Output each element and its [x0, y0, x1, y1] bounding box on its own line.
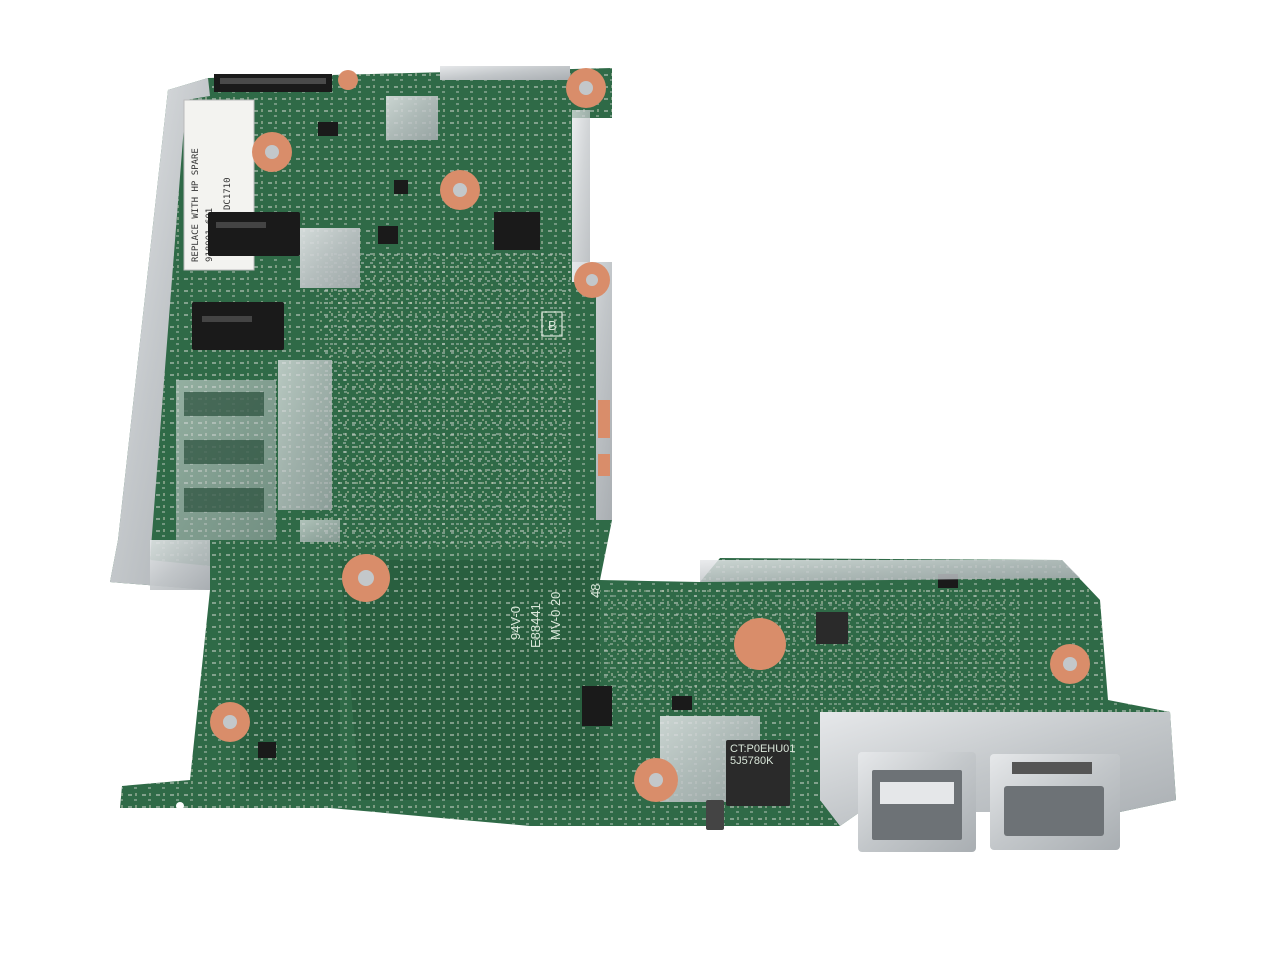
pcb-board — [110, 68, 1176, 826]
silk-mv: MV-0 20 — [548, 592, 563, 640]
chip-small-2 — [318, 122, 338, 136]
chip-mid — [582, 686, 612, 726]
connector-small — [706, 800, 724, 830]
chip-small-3 — [394, 180, 408, 194]
controller-chip: CT:P0EHU01 5J5780K — [726, 740, 795, 806]
chip-qfn — [816, 612, 848, 644]
board-letter: B — [548, 318, 557, 333]
metal-shield-right — [572, 110, 612, 520]
silk-48: 48 — [588, 584, 603, 598]
chip-top-right — [494, 212, 540, 250]
chip-small-1 — [378, 226, 398, 244]
sticker-line-3: DC1710 — [223, 177, 233, 210]
hdmi-port — [990, 754, 1120, 850]
usb-port — [858, 752, 976, 852]
memory-chips — [192, 212, 300, 350]
silk-94v: 94V-0 — [508, 606, 523, 640]
sticker-line-1: REPLACE WITH HP SPARE — [191, 148, 201, 262]
chip-small-6 — [258, 742, 276, 758]
chip-small-4 — [672, 696, 692, 710]
ram-shield — [176, 380, 276, 540]
ic-text-2: 5J5780K — [730, 755, 774, 767]
ic-text-1: CT:P0EHU01 — [730, 743, 795, 755]
mounting-pads — [210, 68, 1090, 802]
metal-shield-left — [110, 78, 210, 590]
silk-e88441: E88441 — [528, 603, 543, 648]
metal-strip-top — [440, 66, 570, 80]
